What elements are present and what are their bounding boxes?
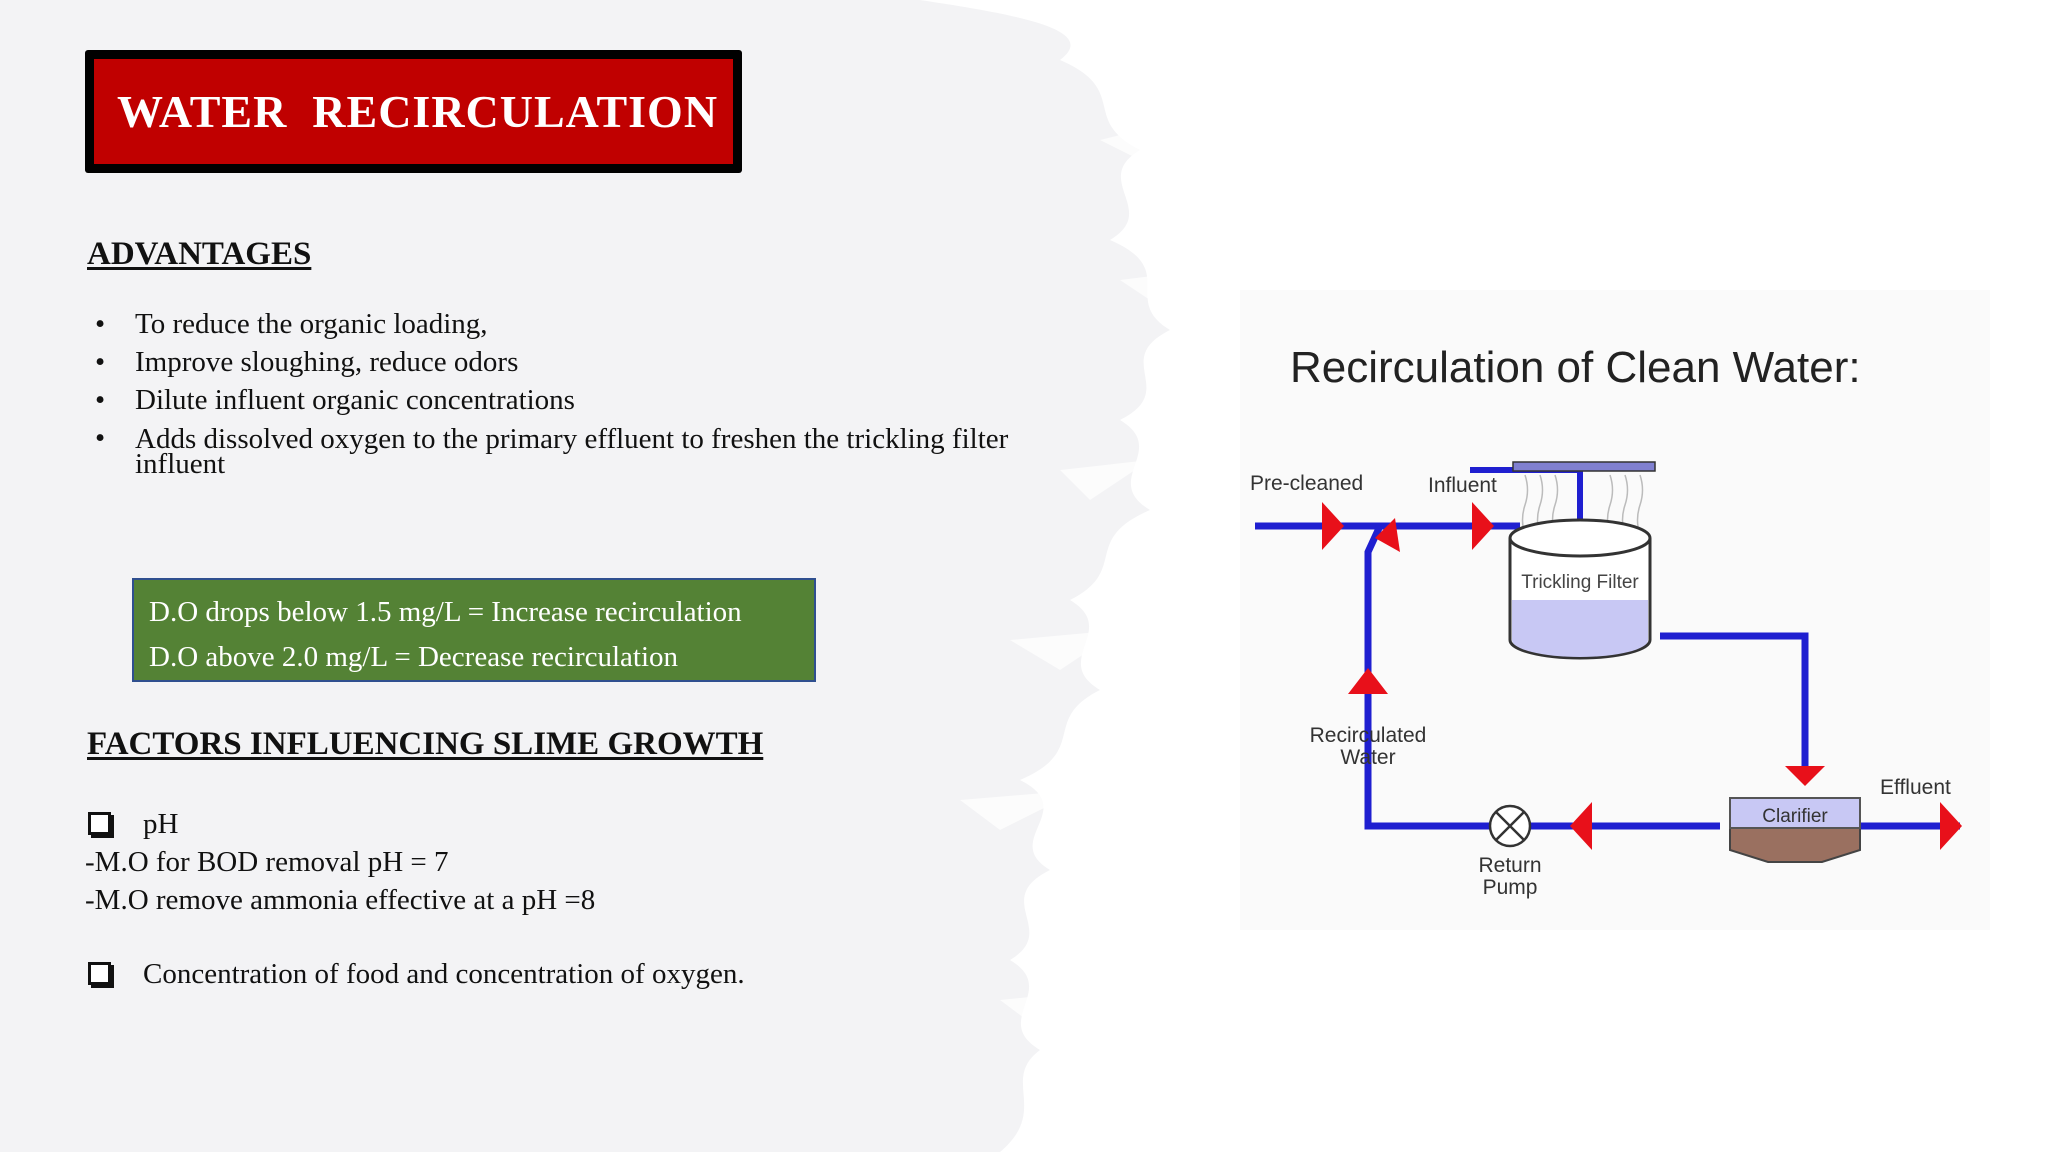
advantages-list: •To reduce the organic loading, •Improve… [95, 305, 1085, 480]
clarifier-tank: Clarifier [1729, 797, 1861, 863]
ph-label: pH [143, 808, 179, 840]
do-rule-decrease: D.O above 2.0 mg/L = Decrease recirculat… [149, 641, 679, 673]
diagram-labels: Pre-cleaned Influent Recirculated Water … [1250, 472, 1951, 899]
effluent-label: Effluent [1880, 776, 1951, 799]
advantages-heading: ADVANTAGES [87, 236, 312, 272]
flow-arrows [1322, 502, 1962, 850]
pre-cleaned-label: Pre-cleaned [1250, 472, 1363, 495]
return-pump-label-2: Pump [1483, 876, 1538, 899]
arrow-return [1570, 802, 1592, 850]
ph-bod-line: -M.O for BOD removal pH = 7 [85, 846, 449, 878]
arrow-pre-cleaned [1322, 502, 1344, 550]
arrow-recirculated [1348, 668, 1388, 694]
list-item: •Adds dissolved oxygen to the primary ef… [95, 422, 1009, 480]
trickling-filter-label: Trickling Filter [1521, 572, 1639, 593]
recirculated-label-2: Water [1340, 746, 1395, 769]
return-pump-icon [1488, 804, 1532, 848]
ph-ammonia-line: -M.O remove ammonia effective at a pH =8 [85, 884, 596, 916]
title-box: WATER RECIRCULATION [85, 50, 742, 173]
list-item: •Improve sloughing, reduce odors [95, 346, 519, 378]
factors-heading: FACTORS INFLUENCING SLIME GROWTH [87, 726, 764, 762]
slide-title: WATER RECIRCULATION [94, 59, 733, 164]
arrow-effluent [1940, 802, 1962, 850]
list-item: •Dilute influent organic concentrations [95, 384, 575, 416]
concentration-line: Concentration of food and concentration … [143, 958, 745, 990]
trickling-filter-tank: Trickling Filter [1508, 518, 1652, 660]
checkbox-bullet-icon [88, 812, 111, 835]
recirculation-diagram: Recirculation of Clean Water: Trickling … [1240, 290, 1990, 930]
arrow-clarifier-in [1785, 766, 1825, 786]
arrow-influent [1472, 502, 1494, 550]
distributor-arm [1512, 461, 1656, 472]
do-rule-box: D.O drops below 1.5 mg/L = Increase reci… [132, 578, 816, 682]
clarifier-label: Clarifier [1762, 806, 1828, 827]
do-rule-increase: D.O drops below 1.5 mg/L = Increase reci… [149, 596, 742, 628]
checkbox-bullet-icon [88, 962, 111, 985]
diagram-title: Recirculation of Clean Water: [1290, 343, 1861, 392]
recirculated-label: Recirculated [1310, 724, 1427, 747]
return-pump-label: Return [1478, 854, 1541, 877]
list-item: •To reduce the organic loading, [95, 308, 488, 340]
arrow-merge [1375, 518, 1400, 552]
influent-label: Influent [1428, 474, 1497, 497]
